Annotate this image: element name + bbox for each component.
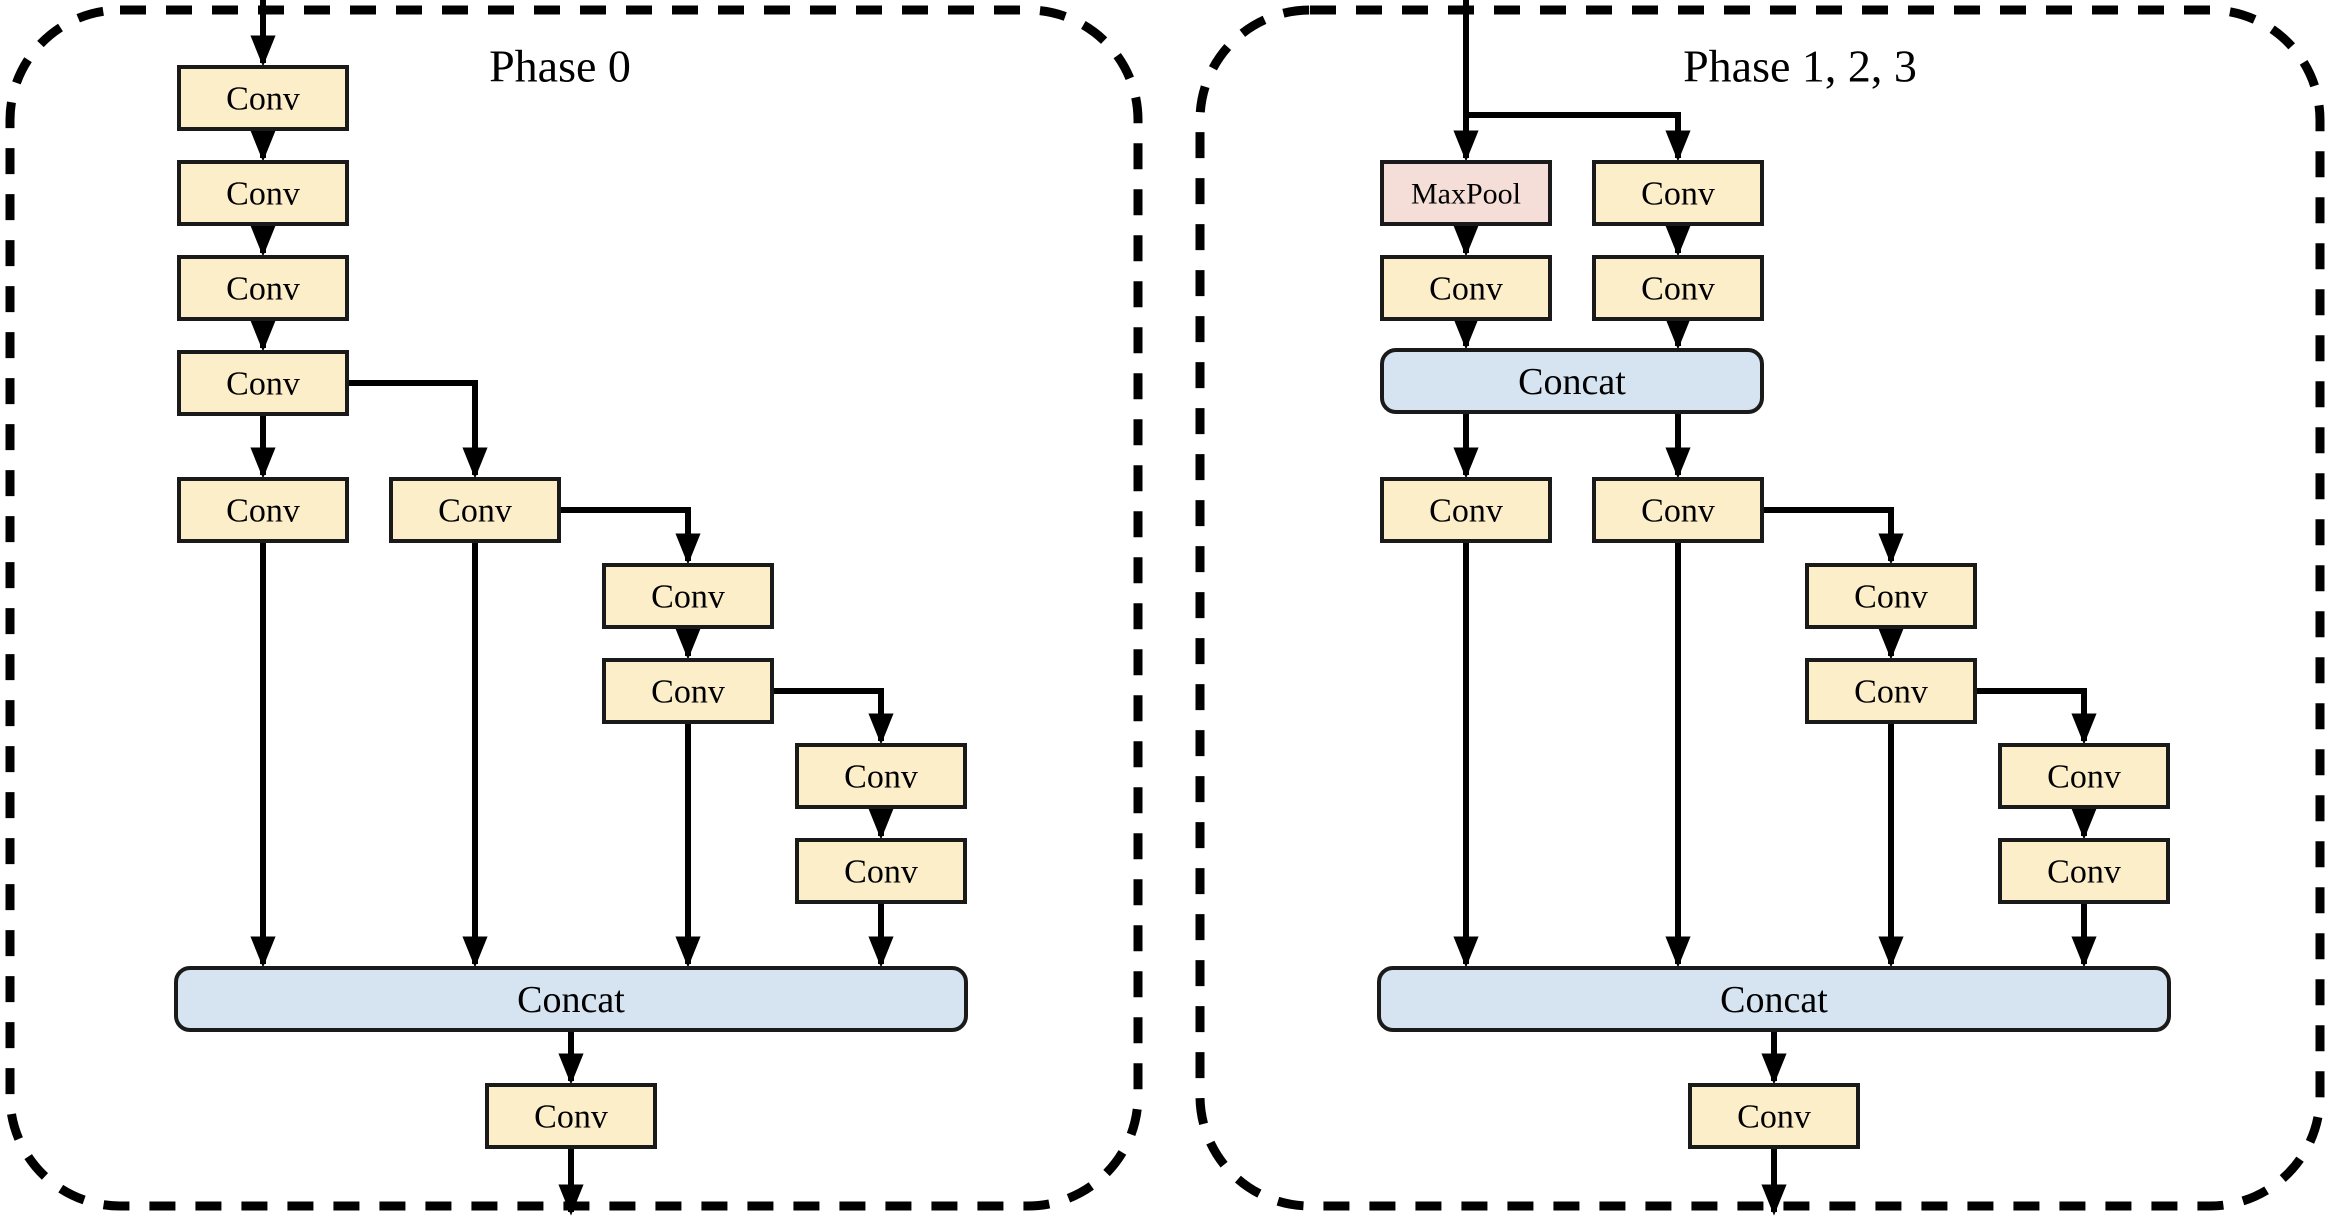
conv-p1-a1-box[interactable] <box>1592 160 1764 226</box>
conv-p0-11-box[interactable] <box>485 1083 657 1149</box>
conv-p0-2-box[interactable] <box>177 160 349 226</box>
conv-p0-5-box[interactable] <box>177 477 349 543</box>
panel-border-phase-123 <box>1195 5 2325 1211</box>
conv-p1-1-label: Conv <box>1429 493 1503 530</box>
edge-conv8-conv9 <box>772 688 894 745</box>
conv-p1-a2-label: Conv <box>1429 271 1503 308</box>
conv-p1-6-box[interactable] <box>1998 838 2170 904</box>
conv-p0-1-box[interactable] <box>177 65 349 131</box>
conv-p0-8-label: Conv <box>651 674 725 711</box>
edge-conv2-conv3 <box>1762 507 1904 565</box>
conv-p1-4-box[interactable] <box>1805 658 1977 724</box>
edge-conv4-conv6 <box>347 380 488 479</box>
concat-p1-main-label: Concat <box>1720 979 1828 1021</box>
conv-p0-8-box[interactable] <box>602 658 774 724</box>
phase-title-phase-123: Phase 1, 2, 3 <box>1683 41 1917 92</box>
conv-p0-3-box[interactable] <box>177 255 349 321</box>
conv-p1-4-label: Conv <box>1854 674 1928 711</box>
conv-p1-2-label: Conv <box>1641 493 1715 530</box>
conv-p1-3-label: Conv <box>1854 579 1928 616</box>
conv-p0-2-label: Conv <box>226 176 300 213</box>
conv-p1-6-label: Conv <box>2047 854 2121 891</box>
conv-p1-1-box[interactable] <box>1380 477 1552 543</box>
conv-p0-6-label: Conv <box>438 493 512 530</box>
concat-p1-top-label: Concat <box>1518 361 1626 403</box>
edge-conv6-conv7 <box>559 507 701 565</box>
conv-p1-a1-label: Conv <box>1641 176 1715 213</box>
conv-p1-5-label: Conv <box>2047 759 2121 796</box>
conv-p1-7-label: Conv <box>1737 1099 1811 1136</box>
conv-p1-7-box[interactable] <box>1688 1083 1860 1149</box>
edges-phase-0 <box>250 0 894 1216</box>
concat-p0-box[interactable] <box>174 966 968 1032</box>
edges-phase-123 <box>1453 0 2097 1216</box>
edge-split-to-conv-a1 <box>1466 112 1691 162</box>
conv-p0-1-label: Conv <box>226 81 300 118</box>
concat-p0-label: Concat <box>517 979 625 1021</box>
concat-p1-main-box[interactable] <box>1377 966 2171 1032</box>
conv-p0-5-label: Conv <box>226 493 300 530</box>
conv-p1-b2-label: Conv <box>1641 271 1715 308</box>
edge-conv4-conv5 <box>1975 688 2097 745</box>
conv-p1-3-box[interactable] <box>1805 563 1977 629</box>
conv-p1-2-box[interactable] <box>1592 477 1764 543</box>
conv-p1-b2-box[interactable] <box>1592 255 1764 321</box>
conv-p1-a2-box[interactable] <box>1380 255 1552 321</box>
conv-p0-4-box[interactable] <box>177 350 349 416</box>
conv-p0-7-label: Conv <box>651 579 725 616</box>
conv-p0-7-box[interactable] <box>602 563 774 629</box>
conv-p0-9-label: Conv <box>844 759 918 796</box>
phase-title-phase-0: Phase 0 <box>489 41 631 92</box>
conv-p0-9-box[interactable] <box>795 743 967 809</box>
conv-p0-4-label: Conv <box>226 366 300 403</box>
conv-p0-6-box[interactable] <box>389 477 561 543</box>
conv-p0-11-label: Conv <box>534 1099 608 1136</box>
concat-p1-top-box[interactable] <box>1380 348 1764 414</box>
maxpool-p1-label: MaxPool <box>1411 178 1521 211</box>
conv-p0-10-label: Conv <box>844 854 918 891</box>
maxpool-p1-box[interactable] <box>1380 160 1552 226</box>
conv-p0-3-label: Conv <box>226 271 300 308</box>
conv-p1-5-box[interactable] <box>1998 743 2170 809</box>
conv-p0-10-box[interactable] <box>795 838 967 904</box>
